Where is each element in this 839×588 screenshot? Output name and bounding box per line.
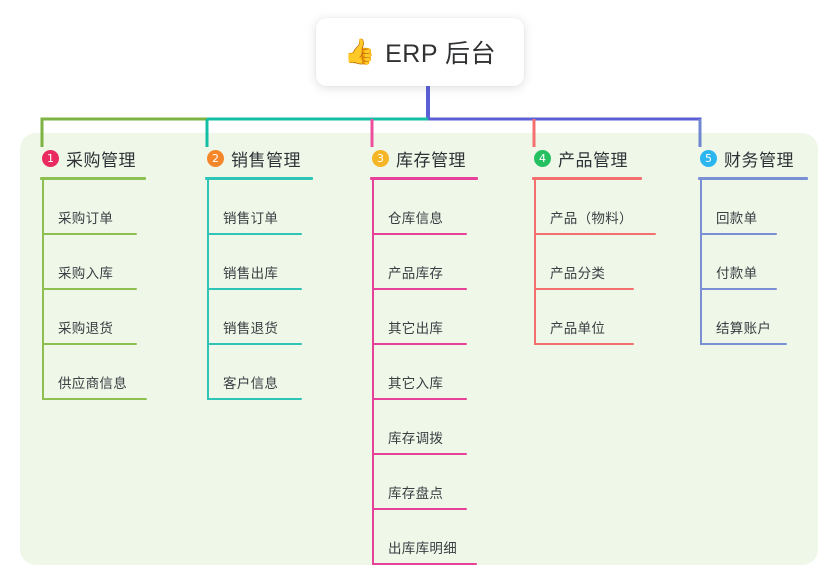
branch-number-badge: 4 — [534, 149, 551, 167]
branch-column-2: 2 销售管理销售订单销售出库销售退货客户信息 — [205, 145, 313, 400]
leaf-node[interactable]: 回款单 — [698, 180, 808, 235]
leaf-label: 仓库信息 — [388, 211, 444, 226]
leaf-rule — [42, 288, 137, 290]
leaf-label: 销售出库 — [223, 266, 279, 281]
branches-panel — [20, 133, 818, 565]
leaf-rule — [372, 288, 467, 290]
branch-column-1: 1 采购管理采购订单采购入库采购退货供应商信息 — [40, 145, 147, 400]
branch-header-rule — [370, 177, 478, 180]
branch-number-badge: 2 — [207, 149, 224, 167]
leaf-node[interactable]: 其它出库 — [370, 290, 478, 345]
branch-header-rule — [40, 177, 146, 180]
branch-title: 采购管理 — [66, 150, 136, 170]
leaf-node[interactable]: 采购入库 — [40, 235, 146, 290]
leaf-label: 库存盘点 — [388, 486, 444, 501]
branch-header-rule — [698, 177, 808, 180]
leaf-label: 库存调拨 — [388, 431, 444, 446]
leaf-label: 采购入库 — [58, 266, 114, 281]
leaf-label: 销售订单 — [223, 211, 279, 226]
leaf-rule — [42, 233, 137, 235]
leaf-label: 采购订单 — [58, 211, 114, 226]
branch-stem — [700, 180, 702, 345]
branch-title: 库存管理 — [396, 150, 466, 170]
branch-header-1[interactable]: 1 采购管理 — [40, 145, 146, 171]
leaf-label: 付款单 — [716, 266, 758, 281]
branch-stem — [534, 180, 536, 345]
branch-title: 产品管理 — [558, 150, 628, 170]
branch-stem — [42, 180, 44, 400]
branch-header-3[interactable]: 3 库存管理 — [370, 145, 478, 171]
leaf-node[interactable]: 仓库信息 — [370, 180, 478, 235]
branch-number-badge: 1 — [42, 149, 59, 167]
branch-column-4: 4 产品管理产品（物料） 产品分类产品单位 — [532, 145, 656, 345]
branch-header-2[interactable]: 2 销售管理 — [205, 145, 313, 171]
leaf-label: 其它出库 — [388, 321, 444, 336]
leaf-rule — [207, 398, 302, 400]
leaf-label: 产品分类 — [550, 266, 606, 281]
leaf-label: 出库库明细 — [388, 541, 457, 556]
leaf-rule — [534, 343, 634, 345]
leaf-node[interactable]: 采购订单 — [40, 180, 146, 235]
leaf-rule — [372, 343, 467, 345]
branch-header-rule — [532, 177, 642, 180]
leaf-node[interactable]: 库存盘点 — [370, 455, 478, 510]
branch-number-badge: 3 — [372, 149, 389, 167]
leaf-rule — [534, 233, 656, 235]
leaf-label: 销售退货 — [223, 321, 279, 336]
leaf-node[interactable]: 出库库明细 — [370, 510, 478, 565]
leaf-rule — [207, 343, 302, 345]
branch-number-badge: 5 — [700, 149, 717, 167]
leaf-node[interactable]: 销售订单 — [205, 180, 313, 235]
leaf-rule — [42, 398, 147, 400]
leaf-node[interactable]: 产品分类 — [532, 235, 642, 290]
leaf-label: 供应商信息 — [58, 376, 127, 391]
leaf-label: 客户信息 — [223, 376, 279, 391]
leaf-rule — [700, 343, 787, 345]
thumbs-up-icon: 👍 — [343, 37, 376, 66]
leaf-node[interactable]: 供应商信息 — [40, 345, 147, 400]
branch-column-3: 3 库存管理仓库信息产品库存其它出库其它入库库存调拨库存盘点出库库明细 — [370, 145, 478, 565]
leaf-node[interactable]: 库存调拨 — [370, 400, 478, 455]
leaf-node[interactable]: 结算账户 — [698, 290, 808, 345]
branch-column-5: 5 财务管理回款单付款单结算账户 — [698, 145, 808, 345]
root-node[interactable]: 👍 ERP 后台 — [316, 18, 524, 86]
leaf-rule — [42, 343, 137, 345]
leaf-label: 结算账户 — [716, 321, 772, 336]
leaf-label: 回款单 — [716, 211, 758, 226]
leaf-label: 产品库存 — [388, 266, 444, 281]
leaf-rule — [534, 288, 634, 290]
leaf-node[interactable]: 客户信息 — [205, 345, 313, 400]
leaf-node[interactable]: 销售退货 — [205, 290, 313, 345]
leaf-rule — [372, 398, 467, 400]
leaf-rule — [700, 233, 777, 235]
branch-title: 销售管理 — [231, 150, 301, 170]
leaf-label: 采购退货 — [58, 321, 114, 336]
branch-stem — [207, 180, 209, 400]
leaf-node[interactable]: 其它入库 — [370, 345, 478, 400]
leaf-node[interactable]: 采购退货 — [40, 290, 146, 345]
leaf-rule — [700, 288, 777, 290]
leaf-rule — [372, 453, 467, 455]
branch-title: 财务管理 — [724, 150, 794, 170]
branch-header-rule — [205, 177, 313, 180]
leaf-rule — [372, 508, 467, 510]
leaf-node[interactable]: 产品库存 — [370, 235, 478, 290]
branch-header-5[interactable]: 5 财务管理 — [698, 145, 808, 171]
leaf-node[interactable]: 付款单 — [698, 235, 808, 290]
leaf-label: 产品（物料） — [550, 211, 633, 226]
leaf-node[interactable]: 产品（物料） — [532, 180, 656, 235]
leaf-node[interactable]: 产品单位 — [532, 290, 642, 345]
root-title: ERP 后台 — [385, 40, 497, 68]
leaf-label: 产品单位 — [550, 321, 606, 336]
leaf-rule — [372, 563, 477, 565]
leaf-label: 其它入库 — [388, 376, 444, 391]
leaf-rule — [207, 233, 302, 235]
leaf-rule — [207, 288, 302, 290]
leaf-rule — [372, 233, 467, 235]
branch-header-4[interactable]: 4 产品管理 — [532, 145, 642, 171]
leaf-node[interactable]: 销售出库 — [205, 235, 313, 290]
branch-stem — [372, 180, 374, 565]
